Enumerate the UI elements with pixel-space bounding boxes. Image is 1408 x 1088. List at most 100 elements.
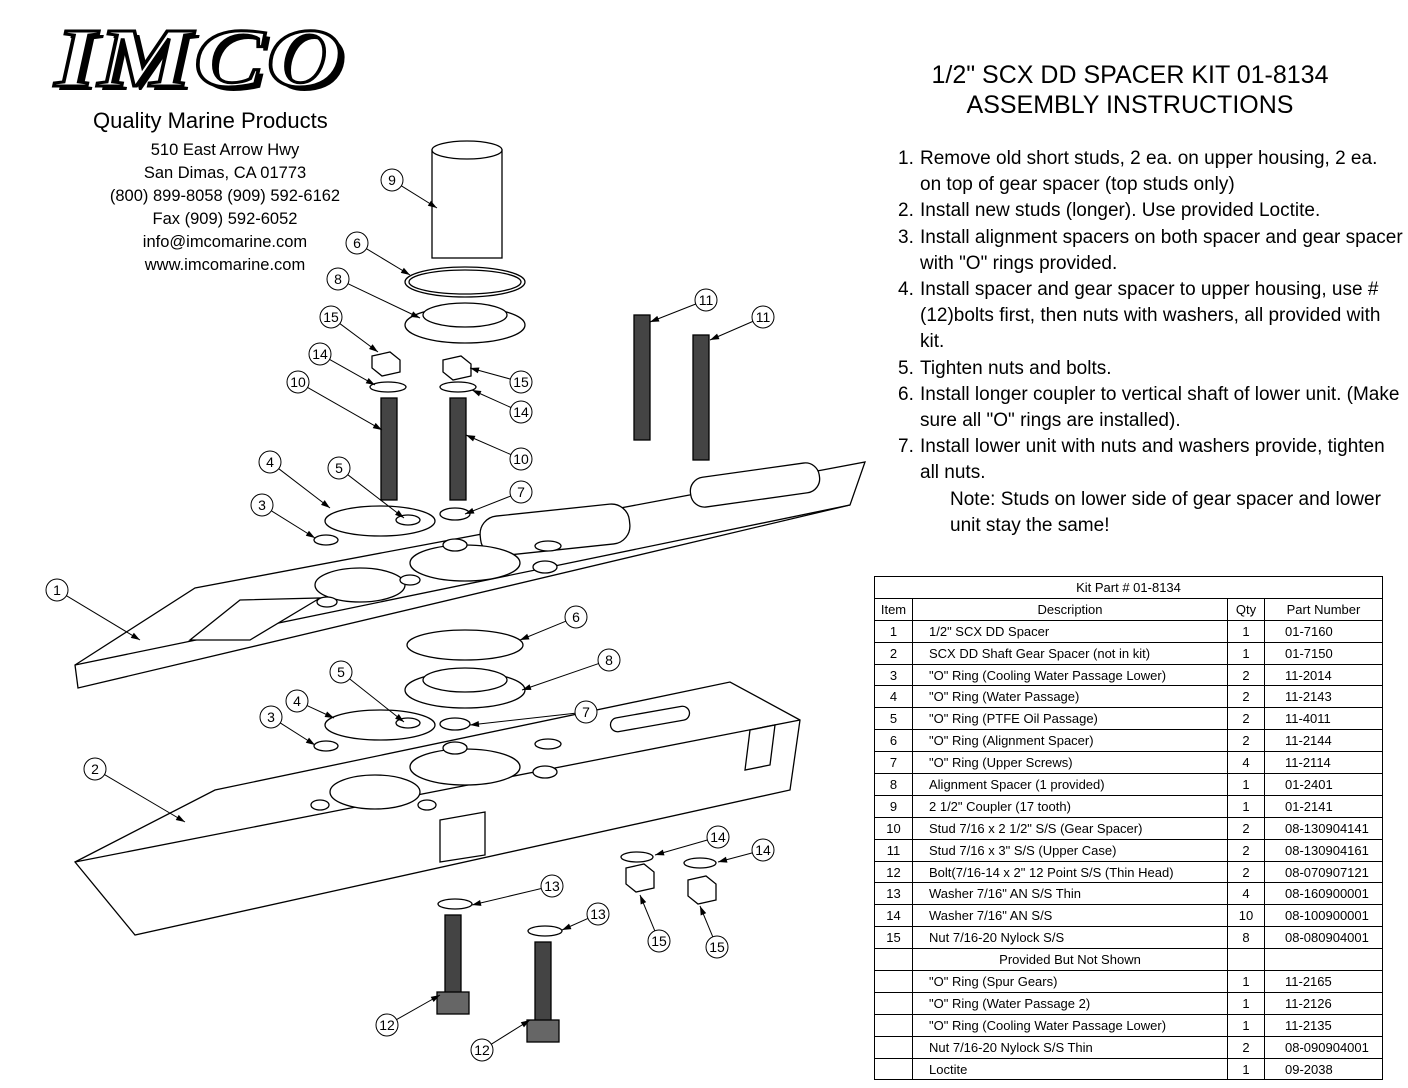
leader-line	[469, 712, 576, 726]
description-cell: "O" Ring (Cooling Water Passage Lower)	[912, 663, 1228, 687]
step-text: Install longer coupler to vertical shaft…	[920, 383, 1400, 432]
part-number-cell: 01-7160	[1264, 619, 1383, 643]
subheader-cell: Provided But Not Shown	[912, 948, 1228, 972]
callout-circle	[259, 705, 283, 729]
callout-6: 6	[345, 231, 411, 276]
step: 1. Remove old short studs, 2 ea. on upper…	[898, 146, 1403, 198]
description-cell: "O" Ring (Upper Screws)	[912, 751, 1228, 775]
callout-circle	[706, 825, 730, 849]
arrowhead-icon	[466, 435, 476, 442]
callout-number: 11	[756, 309, 771, 325]
part-number-cell: 08-130904141	[1264, 816, 1383, 840]
callout-circle	[250, 493, 274, 517]
step-text: Install alignment spacers on both spacer…	[920, 226, 1403, 274]
part-number-cell: 01-2401	[1264, 773, 1383, 796]
part-number-cell: 11-2143	[1264, 685, 1383, 709]
callout-number: 10	[290, 374, 306, 390]
callout-circle	[705, 935, 729, 959]
callout-4: 4	[258, 450, 331, 509]
arrowhead-icon	[520, 633, 530, 640]
qty-cell	[1227, 948, 1265, 972]
item-cell: 9	[874, 794, 913, 818]
arrowhead-icon	[368, 344, 378, 352]
callout-15: 15	[699, 905, 729, 959]
coupler	[431, 149, 503, 259]
callout-number: 10	[513, 451, 529, 467]
item-cell: 12	[874, 860, 913, 884]
step-text: Tighten nuts and bolts.	[920, 357, 1112, 379]
title-line-2: ASSEMBLY INSTRUCTIONS	[966, 91, 1294, 119]
item-cell: 10	[874, 816, 913, 840]
table-subheader-row: Provided But Not Shown	[874, 948, 1383, 972]
qty-cell: 1	[1227, 991, 1265, 1015]
description-cell: "O" Ring (PTFE Oil Passage)	[912, 707, 1228, 731]
step: 5.Tighten nuts and bolts.	[898, 356, 1403, 382]
col-item: Item	[874, 597, 913, 621]
qty-cell: 1	[1227, 619, 1265, 643]
qty-cell: 2	[1227, 707, 1265, 731]
col-part-number: Part Number	[1264, 597, 1383, 621]
callout-1: 1	[45, 578, 141, 641]
leader-line	[104, 774, 186, 823]
callout-circle	[647, 929, 671, 953]
callout-number: 12	[379, 1017, 395, 1033]
callout-number: 5	[335, 460, 343, 476]
callout-number: 5	[337, 664, 345, 680]
callout-circle	[751, 305, 775, 329]
email-link[interactable]: info@imcomarine.com	[142, 233, 308, 251]
step-number: 6.	[898, 383, 914, 405]
address-line: San Dimas, CA 01773	[143, 164, 307, 182]
callout-circle	[574, 700, 598, 724]
step-text: Install spacer and gear spacer to upper …	[920, 279, 1381, 353]
step-number: 1.	[898, 148, 914, 169]
description-cell: "O" Ring (Cooling Water Passage Lower)	[912, 1013, 1228, 1037]
callout-12: 12	[470, 1019, 531, 1062]
item-cell	[874, 1035, 913, 1059]
callout-circle	[751, 838, 775, 862]
callout-circle	[258, 450, 282, 474]
callout-circle	[329, 660, 353, 684]
callout-14: 14	[654, 825, 730, 856]
step-number: 4.	[898, 279, 914, 301]
qty-cell: 1	[1227, 794, 1265, 818]
leader-line	[347, 474, 405, 519]
callout-5: 5	[327, 456, 405, 519]
callout-4: 4	[285, 689, 335, 719]
step: 2.Install new studs (longer). Use provid…	[898, 198, 1403, 224]
qty-cell: 10	[1227, 904, 1265, 928]
qty-cell: 2	[1227, 816, 1265, 840]
callout-circle	[326, 267, 350, 291]
leader-line	[521, 663, 599, 691]
description-cell: "O" Ring (Alignment Spacer)	[912, 729, 1228, 753]
step-text: Remove old short studs, 2 ea. on upper h…	[920, 148, 1378, 196]
description-cell: Loctite	[912, 1057, 1228, 1081]
callout-circle	[285, 689, 309, 713]
part-number-cell: 08-070907121	[1264, 860, 1383, 884]
description-cell: Nut 7/16-20 Nylock S/S Thin	[912, 1035, 1228, 1059]
callout-12: 12	[375, 994, 441, 1037]
callout-number: 15	[709, 939, 725, 955]
part-number-cell	[1264, 948, 1383, 972]
instructions: 1. Remove old short studs, 2 ea. on upper…	[898, 146, 1403, 539]
callout-15: 15	[469, 367, 533, 394]
parts-table: Kit Part # 01-8134 Item Description Qty …	[874, 576, 1383, 1081]
callout-circle	[509, 480, 533, 504]
callout-number: 14	[755, 842, 771, 858]
website-link[interactable]: www.imcomarine.com	[144, 256, 306, 274]
item-cell	[874, 1013, 913, 1037]
callout-number: 8	[334, 271, 342, 287]
callout-9: 9	[380, 168, 438, 209]
qty-cell: 4	[1227, 751, 1265, 775]
callout-number: 2	[91, 761, 99, 777]
item-cell: 2	[874, 641, 913, 665]
arrowhead-icon	[395, 714, 404, 722]
callout-number: 15	[323, 309, 339, 325]
callout-number: 14	[513, 404, 529, 420]
instruction-steps: 1. Remove old short studs, 2 ea. on upper…	[898, 146, 1403, 487]
callout-circle	[470, 1038, 494, 1062]
